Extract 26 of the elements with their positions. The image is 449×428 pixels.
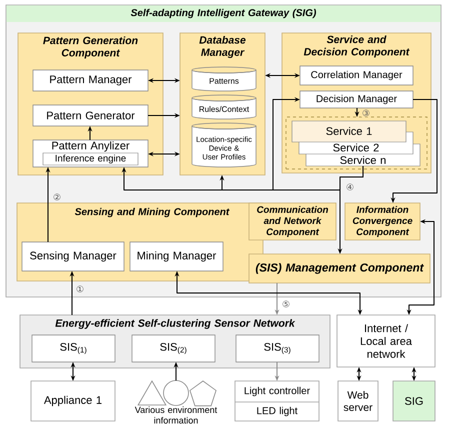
module-box: Sensing Manager <box>22 242 124 272</box>
module-box: Correlation Manager <box>300 66 414 86</box>
engine-box: Inference engine <box>42 152 138 166</box>
database-cylinder: Rules/Context <box>192 94 256 120</box>
component-panel: (SIS) Management Component <box>248 254 430 284</box>
network-box: Internet / Local area network <box>336 314 436 368</box>
gateway-box: SIG <box>392 380 436 422</box>
server-box: Web server <box>338 380 378 422</box>
sensor-box: SIS$_{(3)}$ <box>236 334 320 362</box>
service-card: Service 1 <box>292 120 406 142</box>
component-panel: Information Convergence Component <box>344 202 420 240</box>
circle-shape <box>163 380 189 406</box>
module-box: Pattern Manager <box>32 70 148 92</box>
module-box: Mining Manager <box>130 242 224 272</box>
sensor-box: SIS$_{(1)}$ <box>32 334 116 362</box>
database-cylinder: Patterns <box>192 66 256 92</box>
pentagon-shape <box>190 380 216 406</box>
component-panel: Communication and Network Component <box>248 202 336 240</box>
device-box: Appliance 1 <box>30 380 116 422</box>
module-box: Decision Manager <box>300 90 414 108</box>
arrow <box>272 97 364 190</box>
shape-caption: Various environment information <box>134 406 218 424</box>
module-box: Pattern Generator <box>32 104 148 126</box>
sensor-box: SIS$_{(2)}$ <box>132 334 216 362</box>
device-box: Light controller LED light <box>234 380 320 422</box>
step-number: ⑤ <box>281 300 291 308</box>
